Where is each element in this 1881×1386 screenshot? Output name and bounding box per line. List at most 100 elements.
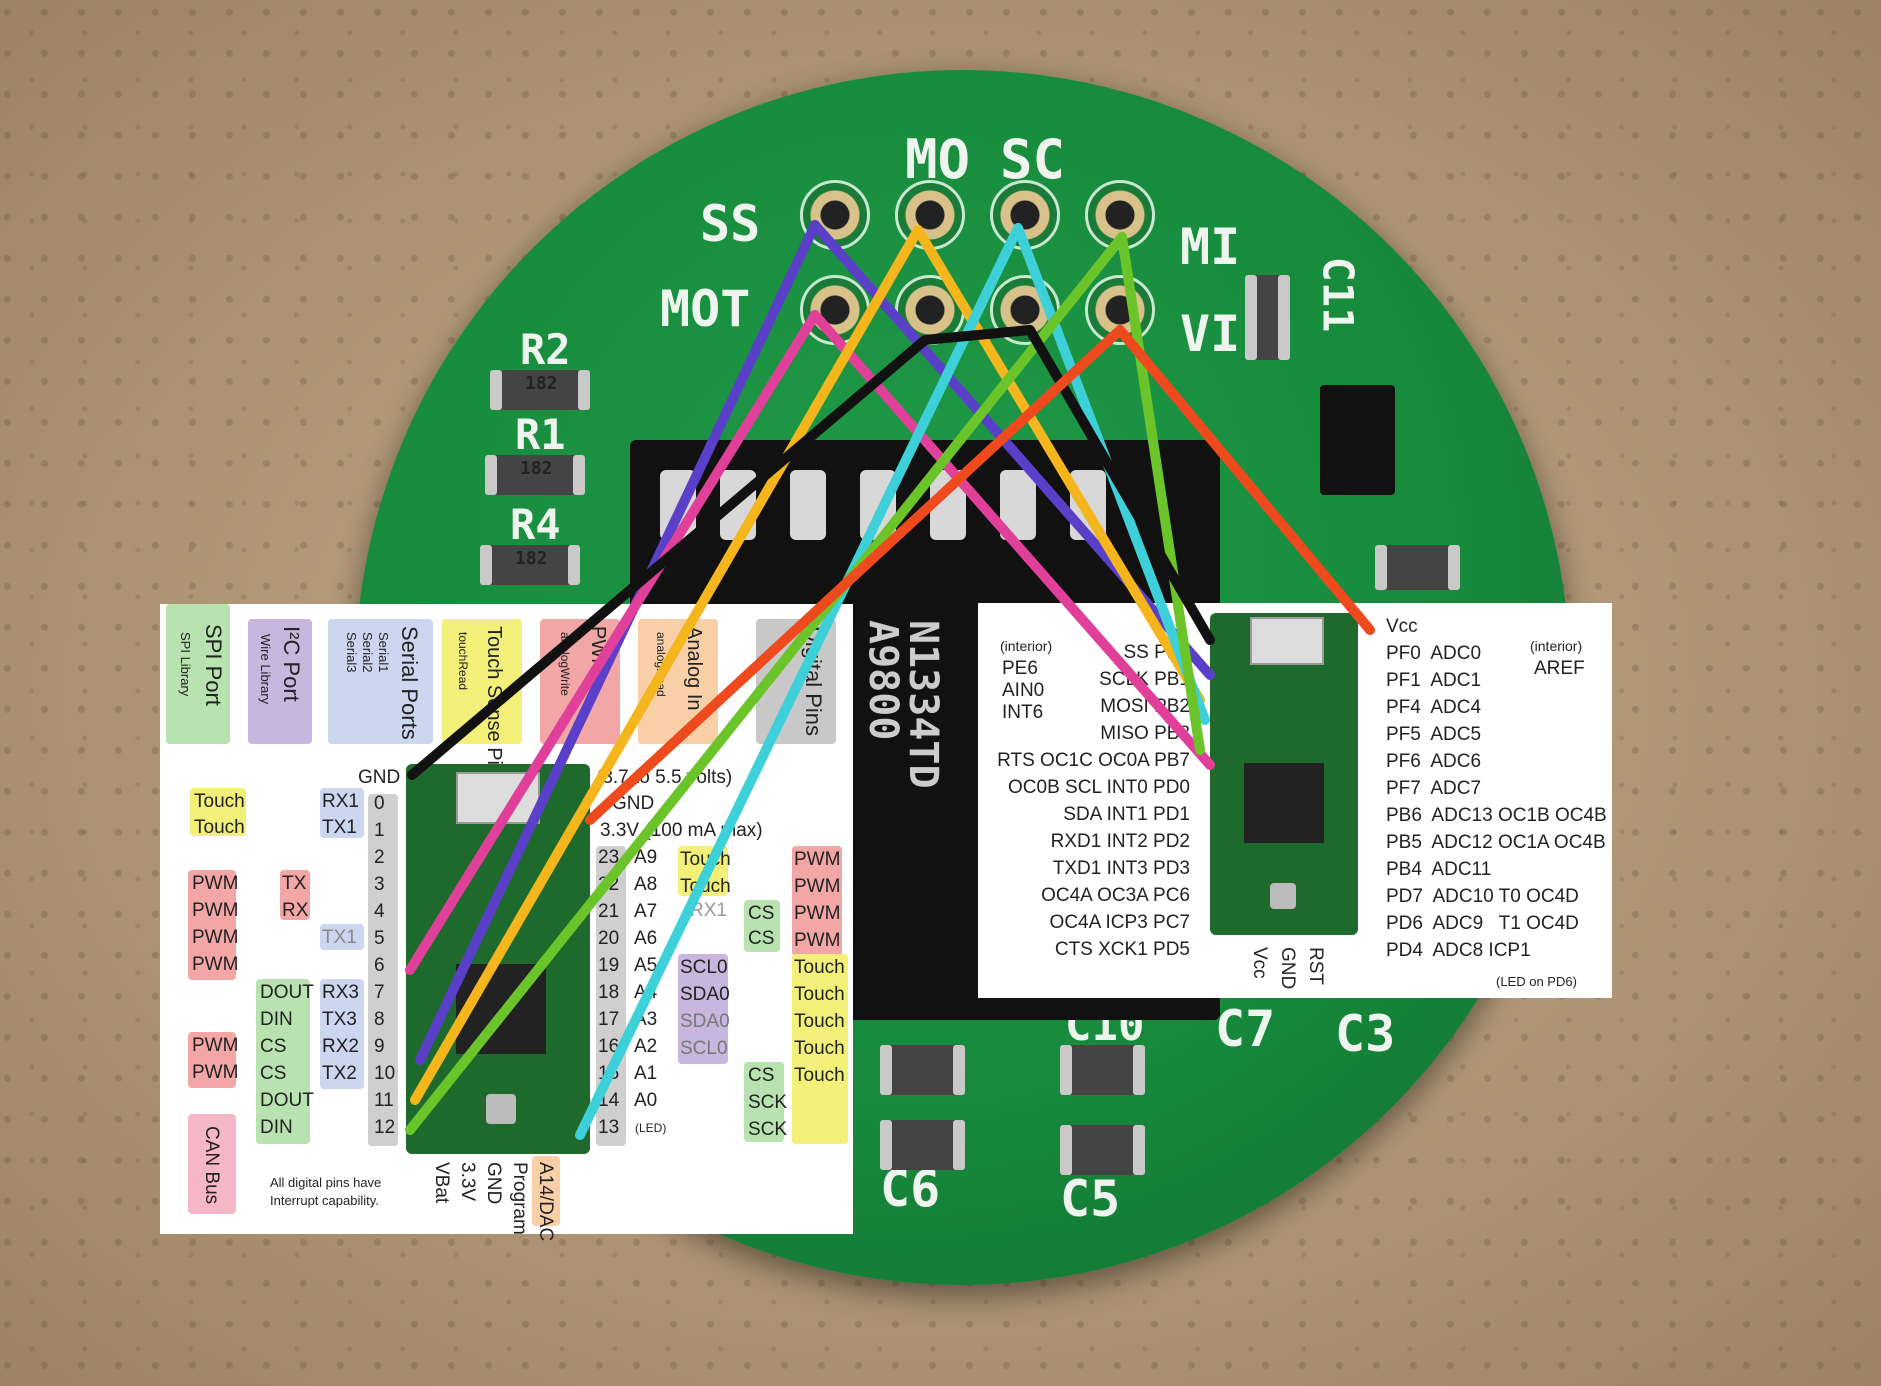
led-label: (LED): [635, 1121, 667, 1135]
wire-pink: [405, 310, 820, 975]
rx2-label: RX2: [322, 1036, 359, 1057]
teensy2-board: [1210, 613, 1358, 935]
capacitor-c5: [1060, 1125, 1145, 1175]
right-pin-4: 19: [598, 955, 620, 976]
t2-right-row-9: PB4 ADC11: [1386, 859, 1492, 880]
code-r4: 182: [515, 548, 548, 569]
right-pin-2: 21: [598, 901, 620, 922]
t2-right-row-2: PF1 ADC1: [1386, 670, 1482, 691]
t2-gnd-bottom: GND: [1277, 947, 1298, 990]
t2-right-row-0: Vcc: [1386, 616, 1418, 637]
left-pin-10: 10: [374, 1063, 396, 1084]
pwm-left-box-1: [188, 870, 236, 980]
interior-right-title: (interior): [1530, 638, 1583, 654]
spi-label-2: CS: [260, 1036, 287, 1057]
analog-label-9: A0: [634, 1090, 658, 1111]
resistor-r2: [490, 370, 590, 410]
header-pin-vi: [1085, 275, 1155, 345]
i2c-port-box: [248, 619, 312, 744]
t2-rst-bottom: RST: [1305, 947, 1326, 985]
tx2-label: TX2: [322, 1063, 357, 1084]
serial-box-1: [320, 788, 364, 838]
capacitor-small: [1375, 545, 1460, 590]
wire-green-b: [1117, 232, 1205, 755]
interior-left-title: (interior): [1000, 638, 1053, 654]
interior-int6: INT6: [1002, 702, 1044, 723]
wire-yellow: [410, 225, 923, 1105]
spi-label-0: DOUT: [260, 982, 314, 1003]
pwm-left-box-2: [188, 1032, 236, 1088]
analog-label-2: A7: [634, 901, 658, 922]
interior-aref: AREF: [1534, 658, 1585, 679]
t2-left-row-4: RTS OC1C OC0A PB7: [997, 750, 1190, 771]
t2-led-note: (LED on PD6): [1496, 974, 1577, 989]
silk-mi: MI: [1180, 218, 1241, 276]
spi-port-title: SPI Port: [201, 624, 226, 706]
analog-label-0: A9: [634, 847, 658, 868]
wire-green: [405, 232, 1127, 1135]
t2-left-row-5: OC0B SCL INT0 PD0: [1008, 777, 1190, 798]
cs-right-box-2: [744, 1062, 784, 1142]
cs-right-2: CS: [748, 1065, 775, 1086]
touch-sense-box: [442, 619, 522, 744]
analog-in-title: Analog In: [683, 626, 705, 711]
t2-left-row-7: RXD1 INT2 PD2: [1050, 831, 1190, 852]
right-pin-10: 13: [598, 1117, 620, 1138]
cs-right-box-1: [744, 900, 780, 952]
interior-ain0: AIN0: [1002, 680, 1045, 701]
left-pin-6: 6: [374, 955, 385, 976]
t2-left-row-10: OC4A ICP3 PC7: [1049, 912, 1190, 933]
silk-mot: MOT: [660, 280, 751, 338]
t2-right-row-5: PF6 ADC6: [1386, 751, 1482, 772]
left-pin-9: 9: [374, 1036, 385, 1057]
touch-right-6: Touch: [794, 1065, 845, 1086]
wire-black-c: [920, 325, 1035, 345]
silk-r2: R2: [520, 325, 571, 374]
reset-button: [1270, 883, 1296, 909]
code-r1: 182: [520, 458, 553, 479]
t2-right-row-7: PB6 ADC13 OC1B OC4B: [1386, 805, 1607, 826]
i2c-right-box: [678, 954, 728, 1064]
program-button: [486, 1094, 516, 1124]
chip-marking-2: N1334TD: [900, 620, 946, 789]
sck-right-0: SCK: [748, 1092, 788, 1113]
left-pin-7: 7: [374, 982, 385, 1003]
wire-orange-b: [1115, 325, 1375, 635]
capacitor-c6b: [880, 1120, 965, 1170]
wire-orange: [585, 325, 1125, 825]
touch-right-5: Touch: [794, 1038, 845, 1059]
serial2: Serial2: [360, 632, 375, 673]
t2-left-row-9: OC4A OC3A PC6: [1041, 885, 1190, 906]
scl0-alt: SCL0: [680, 1038, 728, 1059]
t2-left-row-6: SDA INT1 PD1: [1063, 804, 1190, 825]
t2-right-row-6: PF7 ADC7: [1386, 778, 1482, 799]
serial1: Serial1: [376, 632, 391, 673]
left-pin-3: 3: [374, 874, 385, 895]
touch-right-3: Touch: [794, 984, 845, 1005]
program-label: Program: [509, 1162, 530, 1235]
t2-right-row-4: PF5 ADC5: [1386, 724, 1482, 745]
t2-vcc-bottom: Vcc: [1249, 947, 1270, 979]
silk-c3: C3: [1335, 1005, 1396, 1063]
silk-vi: VI: [1180, 305, 1241, 363]
cs-right-1: CS: [748, 928, 775, 949]
touch-left-0: Touch: [194, 791, 245, 812]
spi-port-box: [166, 604, 230, 744]
capacitor-c11: [1245, 275, 1290, 360]
atmega-chip: [1244, 763, 1324, 843]
touch-right-2: Touch: [794, 957, 845, 978]
left-pin-0: 0: [374, 793, 385, 814]
serial-ports-title: Serial Ports: [397, 626, 422, 740]
teensy3-pinout-panel: SPI Port SPI Library I²C Port Wire Libra…: [160, 604, 853, 1241]
wire-library: Wire Library: [258, 634, 273, 705]
code-r2: 182: [525, 373, 558, 394]
pwm-right-0: PWM: [794, 849, 841, 870]
t2-right-row-3: PF4 ADC4: [1386, 697, 1482, 718]
serial3: Serial3: [344, 632, 359, 673]
spi-label-3: CS: [260, 1063, 287, 1084]
t2-left-row-11: CTS XCK1 PD5: [1054, 939, 1190, 960]
dac-box: [532, 1156, 560, 1226]
analog-label-1: A8: [634, 874, 658, 895]
tx3-label: TX3: [322, 1009, 357, 1030]
pwm-left-1: PWM: [192, 900, 239, 921]
